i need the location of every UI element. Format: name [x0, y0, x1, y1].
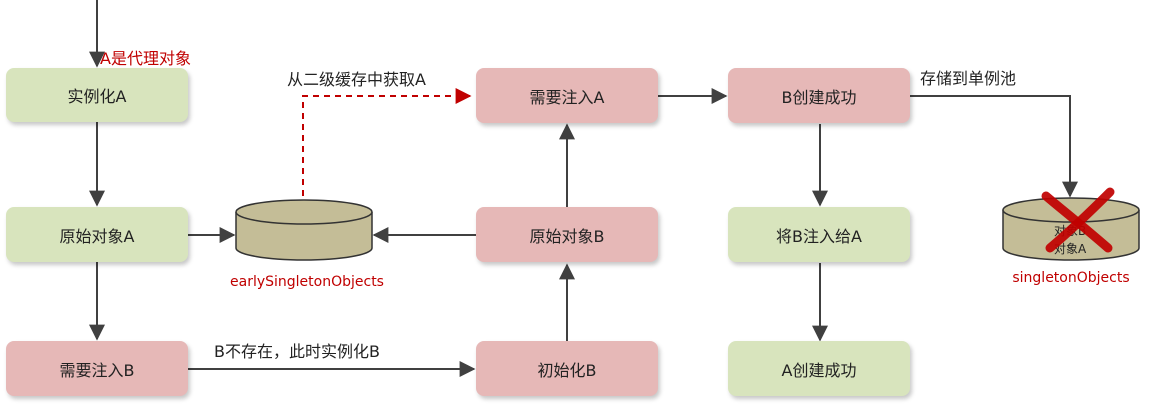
raw-object-b-text: 原始对象B [529, 226, 605, 246]
early-singleton-label: earlySingletonObjects [230, 274, 384, 290]
raw-object-a-text: 原始对象A [59, 226, 135, 246]
get-from-l2-label: 从二级缓存中获取A [287, 70, 426, 89]
b-created-box: B创建成功 [728, 68, 910, 123]
need-inject-b-text: 需要注入B [59, 360, 135, 380]
init-b-text: 初始化B [537, 360, 597, 380]
init-b-box: 初始化B [476, 341, 658, 396]
dashed-arrow-l2-to-need-a [302, 88, 472, 196]
instantiate-a-box: 实例化A [6, 68, 188, 122]
store-to-pool-label: 存储到单例池 [920, 69, 1017, 88]
b-created-text: B创建成功 [781, 87, 857, 107]
arrow-b-created-to-singleton [910, 95, 1078, 198]
singleton-item-a: 对象A [1054, 242, 1087, 256]
need-inject-a-text: 需要注入A [529, 87, 605, 107]
raw-object-a-box: 原始对象A [6, 207, 188, 262]
a-created-text: A创建成功 [781, 360, 857, 380]
singleton-pool-label: singletonObjects [1012, 270, 1130, 286]
a-created-box: A创建成功 [728, 341, 910, 396]
red-cross-icon [1041, 187, 1115, 253]
inject-b-to-a-box: 将B注入给A [728, 207, 910, 262]
inject-b-to-a-text: 将B注入给A [776, 226, 862, 246]
need-inject-b-box: 需要注入B [6, 341, 188, 396]
early-singleton-cylinder [235, 199, 373, 261]
need-inject-a-box: 需要注入A [476, 68, 658, 123]
b-not-exist-label: B不存在，此时实例化B [214, 342, 380, 361]
instantiate-a-text: 实例化A [67, 87, 127, 106]
raw-object-b-box: 原始对象B [476, 207, 658, 262]
a-is-proxy-label: A是代理对象 [100, 49, 191, 68]
